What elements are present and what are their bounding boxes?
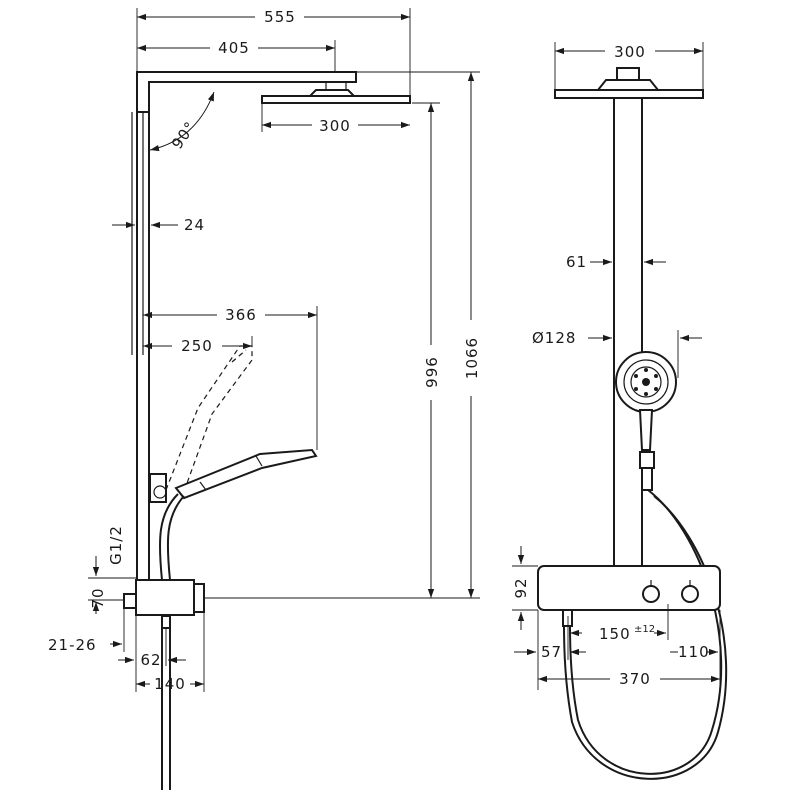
handshower-holder: [149, 473, 167, 503]
svg-text:±12: ±12: [634, 624, 655, 635]
svg-text:140: 140: [154, 675, 186, 693]
svg-text:62: 62: [140, 651, 161, 669]
angle-label: 90°: [168, 118, 200, 153]
svg-text:555: 555: [264, 8, 296, 26]
dim-62: 62: [118, 628, 186, 669]
temperature-knob: [642, 585, 660, 603]
hose-lower: [161, 615, 171, 790]
dim-140: 140: [136, 612, 205, 693]
handshower-front: [615, 351, 677, 491]
svg-text:57: 57: [541, 643, 562, 661]
handshower: [174, 448, 318, 500]
dim-diameter: Ø128: [532, 329, 702, 378]
svg-text:24: 24: [184, 216, 205, 234]
side-view: 90°: [48, 8, 481, 790]
dim-1066: 1066: [356, 71, 481, 598]
svg-text:370: 370: [619, 670, 651, 688]
svg-text:1066: 1066: [463, 337, 481, 379]
dim-92: 92: [512, 546, 538, 630]
svg-text:405: 405: [218, 39, 250, 57]
dim-370: 370: [538, 670, 720, 688]
thermostat-body-front: [537, 565, 721, 627]
dim-24: 24: [112, 216, 205, 234]
dim-150: 150 ±12: [567, 604, 669, 660]
svg-text:61: 61: [566, 253, 587, 271]
svg-text:110: 110: [678, 643, 710, 661]
angle-arc: [149, 91, 215, 152]
svg-text:G1/2: G1/2: [107, 525, 125, 565]
svg-text:Ø128: Ø128: [532, 329, 576, 347]
svg-text:250: 250: [181, 337, 213, 355]
dim-366: 366: [142, 306, 318, 450]
overhead-shower-front: [554, 67, 704, 99]
dim-250: 250: [143, 336, 253, 355]
hose-side: [166, 495, 185, 581]
dim-70: 70: [88, 587, 124, 614]
front-view: 300 61 Ø128 92 150: [512, 42, 728, 780]
svg-text:92: 92: [512, 577, 530, 598]
svg-text:300: 300: [319, 117, 351, 135]
dim-21-26: 21-26: [48, 608, 137, 692]
dim-thread: G1/2: [88, 525, 136, 579]
flow-knob: [681, 585, 699, 603]
svg-text:21-26: 21-26: [48, 636, 97, 654]
dim-57: 57: [514, 610, 586, 690]
thermostat-body-side: [123, 579, 205, 616]
svg-text:70: 70: [89, 587, 107, 608]
dim-300-front: 300: [554, 42, 704, 90]
riser-pipe: [613, 97, 643, 567]
dim-996: 996: [204, 102, 480, 599]
svg-text:300: 300: [614, 43, 646, 61]
dim-61: 61: [566, 253, 666, 271]
dim-300-side: 300: [261, 103, 410, 135]
dim-405: 405: [137, 39, 336, 72]
dim-110: 110: [670, 610, 721, 690]
overhead-shower: [261, 89, 411, 104]
shower-rail: [131, 71, 150, 583]
svg-text:996: 996: [423, 356, 441, 388]
dim-555: 555: [136, 8, 411, 96]
svg-text:366: 366: [225, 306, 257, 324]
svg-text:150: 150: [599, 625, 631, 643]
